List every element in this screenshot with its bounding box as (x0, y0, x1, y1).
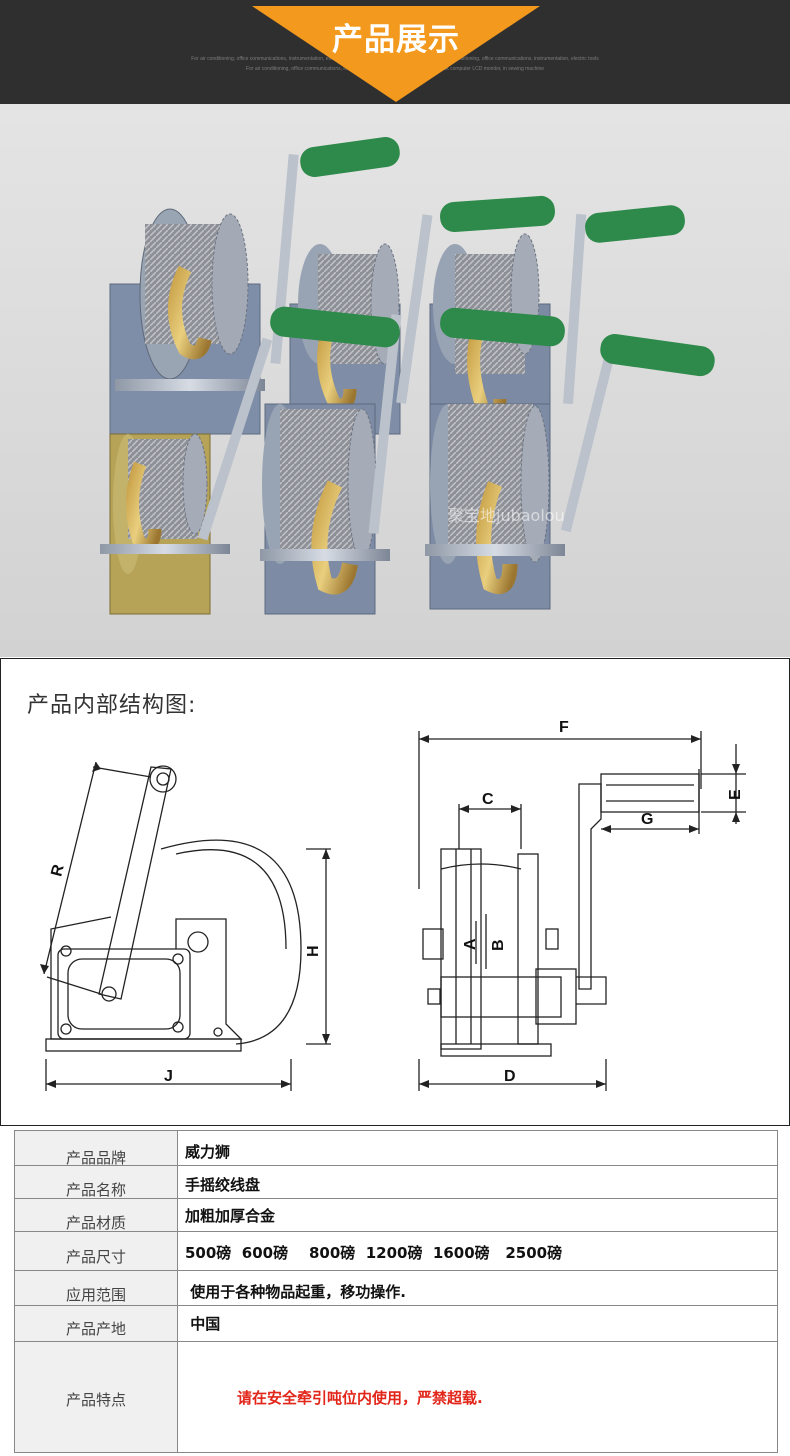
row-label: 产品特点 (65, 1391, 126, 1409)
row-label: 产品品牌 (65, 1149, 126, 1167)
row-label-cell: 产品名称 (15, 1166, 178, 1199)
dim-label-r: R (48, 862, 67, 878)
dim-label-b: B (490, 939, 507, 951)
row-label: 应用范围 (65, 1286, 126, 1304)
row-label: 产品产地 (65, 1320, 126, 1338)
row-label-cell: 产品品牌 (15, 1131, 178, 1167)
dim-label-d: D (504, 1068, 516, 1085)
row-label: 产品尺寸 (65, 1248, 126, 1266)
product-photo: 聚宝地jubaolou (0, 104, 790, 657)
row-value: 使用于各种物品起重，移功操作. (185, 1283, 406, 1301)
row-label: 产品材质 (65, 1214, 126, 1232)
dim-label-e: E (727, 789, 744, 800)
dim-label-g: G (641, 811, 653, 828)
row-label-cell: 产品材质 (15, 1199, 178, 1232)
dim-label-j: J (164, 1068, 173, 1085)
row-value: 加粗加厚合金 (185, 1207, 276, 1225)
row-label-cell: 产品尺寸 (15, 1232, 178, 1270)
photo-watermark: 聚宝地jubaolou (448, 506, 565, 525)
row-label-cell: 产品产地 (15, 1306, 178, 1341)
dim-label-c: C (482, 791, 494, 808)
table-row: 产品材质 加粗加厚合金 (15, 1199, 777, 1232)
table-row: 产品品牌 威力狮 (15, 1131, 777, 1167)
page-title: 产品展示 (332, 22, 460, 58)
table-row: 产品特点 请在安全牵引吨位内使用，严禁超载. (15, 1342, 777, 1453)
row-value: 威力狮 (185, 1143, 231, 1161)
table-row: 产品名称 手摇绞线盘 (15, 1166, 777, 1199)
table-row: 产品尺寸 500磅 600磅 800磅 1200磅 1600磅 2500磅 (15, 1232, 777, 1271)
row-value: 500磅 600磅 800磅 1200磅 1600磅 2500磅 (185, 1244, 563, 1262)
header-bar: For air conditioning, office communicati… (0, 0, 790, 104)
diagram-title: 产品内部结构图: (27, 693, 197, 718)
row-value: 中国 (185, 1315, 221, 1333)
table-row: 产品产地 中国 (15, 1306, 777, 1342)
header-banner-shape (252, 6, 540, 102)
row-value-highlight: 请在安全牵引吨位内使用，严禁超载. (237, 1389, 483, 1407)
dim-label-f: F (559, 719, 569, 736)
row-value: 手摇绞线盘 (185, 1176, 261, 1194)
structure-diagram: 产品内部结构图: (0, 658, 790, 1126)
table-row: 应用范围 使用于各种物品起重，移功操作. (15, 1271, 777, 1306)
row-label-cell: 应用范围 (15, 1271, 178, 1305)
structure-drawing: R H J C F G E A B D (40, 719, 746, 1091)
row-label-cell: 产品特点 (15, 1342, 178, 1452)
row-label: 产品名称 (65, 1181, 126, 1199)
spec-table: 产品品牌 威力狮 产品名称 手摇绞线盘 产品材质 加粗加厚合金 产品尺寸 500… (14, 1130, 778, 1453)
hand-winch-photo (0, 104, 790, 657)
dim-label-a: A (462, 938, 479, 950)
dim-label-h: H (305, 945, 322, 957)
